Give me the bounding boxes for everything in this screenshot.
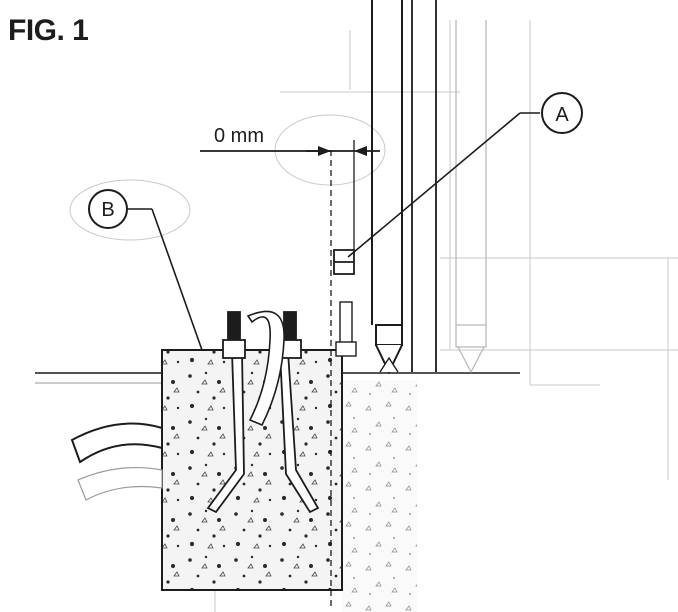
edge-bolt (335, 301, 357, 357)
concrete-floor-section (342, 380, 417, 612)
callout-a-label: A (555, 104, 569, 126)
dimension-0mm: 0 mm (200, 125, 380, 250)
conduit-pipe (70, 422, 163, 501)
anchor-bolt-left (206, 311, 246, 514)
callout-b: B (88, 189, 203, 351)
gate-post (371, 0, 437, 375)
dimension-label: 0 mm (214, 125, 264, 147)
floor-line (35, 372, 520, 384)
rear-post (455, 20, 487, 374)
figure-title: FIG. 1 (8, 14, 89, 47)
callout-a: A (347, 92, 583, 258)
concrete-foundation-block (161, 349, 343, 591)
callout-b-label: B (101, 199, 114, 221)
cable (246, 310, 285, 427)
